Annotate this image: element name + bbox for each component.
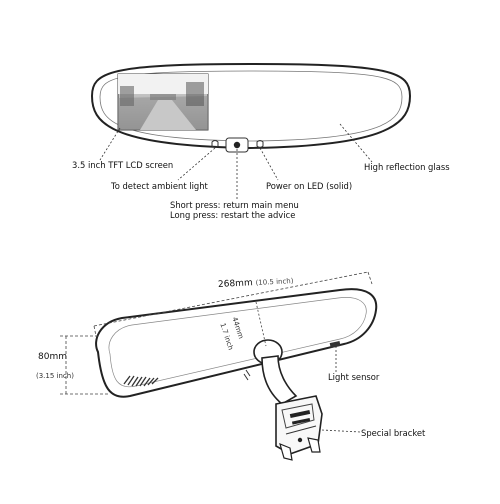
button-short-press-label: Short press: return main menu [170, 200, 299, 210]
special-bracket [275, 395, 323, 461]
width-inch: (10.5 inch) [255, 277, 294, 288]
power-led-icon [256, 140, 264, 148]
speaker-grille [123, 375, 159, 387]
menu-button-icon[interactable] [233, 141, 241, 149]
special-bracket-label: Special bracket [361, 428, 426, 438]
power-led-label: Power on LED (solid) [266, 181, 353, 191]
light-sensor-icon [329, 341, 341, 348]
light-sensor-label: Light sensor [328, 372, 380, 382]
height-dimension-line [60, 335, 110, 395]
ambient-light-sensor-icon [211, 140, 219, 148]
button-long-press-label: Long press: restart the advice [170, 210, 296, 220]
depth-dimension-line [255, 301, 267, 347]
height-inch-label: (3.15 inch) [36, 372, 74, 380]
lcd-screen [117, 73, 209, 131]
top-leader-lines [99, 123, 373, 200]
height-mm-label: 80mm [38, 352, 67, 362]
ambient-light-label: To detect ambient light [111, 181, 208, 191]
width-dimension-line [93, 271, 373, 337]
width-mm: 268mm [217, 278, 253, 290]
bottom-leader-lines [321, 346, 361, 433]
mount-arm [243, 339, 298, 405]
high-reflection-glass-label: High reflection glass [364, 162, 450, 172]
lcd-screen-label: 3.5 inch TFT LCD screen [72, 160, 174, 170]
